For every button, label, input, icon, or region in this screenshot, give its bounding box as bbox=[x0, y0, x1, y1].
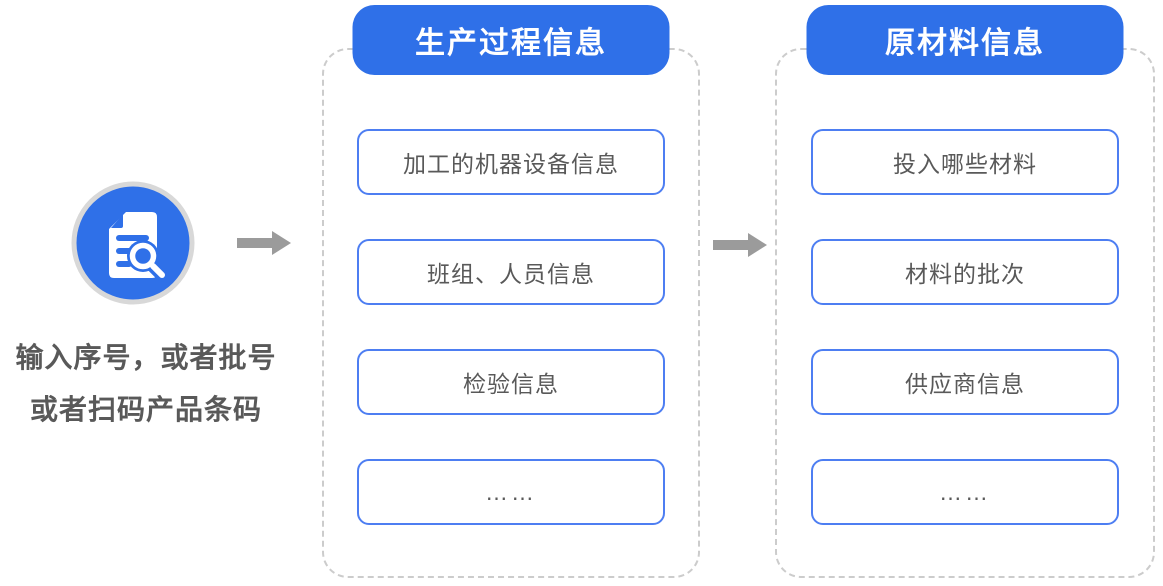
arrow-shaft bbox=[237, 238, 273, 248]
materials-item-batch: 材料的批次 bbox=[811, 239, 1119, 305]
materials-item-supplier: 供应商信息 bbox=[811, 349, 1119, 415]
input-step-caption-line2: 或者扫码产品条码 bbox=[29, 394, 262, 425]
production-item-team-personnel: 班组、人员信息 bbox=[357, 239, 665, 305]
production-item-ellipsis: …… bbox=[357, 459, 665, 525]
panel-materials-title: 原材料信息 bbox=[806, 5, 1124, 75]
materials-item-input-materials: 投入哪些材料 bbox=[811, 129, 1119, 195]
panel-raw-materials: 原材料信息 投入哪些材料 材料的批次 供应商信息 …… bbox=[775, 5, 1155, 578]
production-item-machine-info: 加工的机器设备信息 bbox=[357, 129, 665, 195]
arrow-head bbox=[748, 233, 767, 257]
panel-production-process: 生产过程信息 加工的机器设备信息 班组、人员信息 检验信息 …… bbox=[322, 5, 700, 578]
materials-item-ellipsis: …… bbox=[811, 459, 1119, 525]
panel-production-title: 生产过程信息 bbox=[352, 5, 670, 75]
arrow-head bbox=[272, 231, 291, 255]
production-item-inspection: 检验信息 bbox=[357, 349, 665, 415]
flow-arrow-input-to-production bbox=[237, 231, 291, 255]
arrow-shaft bbox=[713, 240, 749, 250]
flow-arrow-production-to-materials bbox=[713, 233, 767, 257]
document-search-icon bbox=[70, 180, 196, 306]
input-step-caption-line1: 输入序号，或者批号 bbox=[15, 342, 277, 373]
input-step-caption: 输入序号，或者批号 或者扫码产品条码 bbox=[0, 332, 292, 436]
